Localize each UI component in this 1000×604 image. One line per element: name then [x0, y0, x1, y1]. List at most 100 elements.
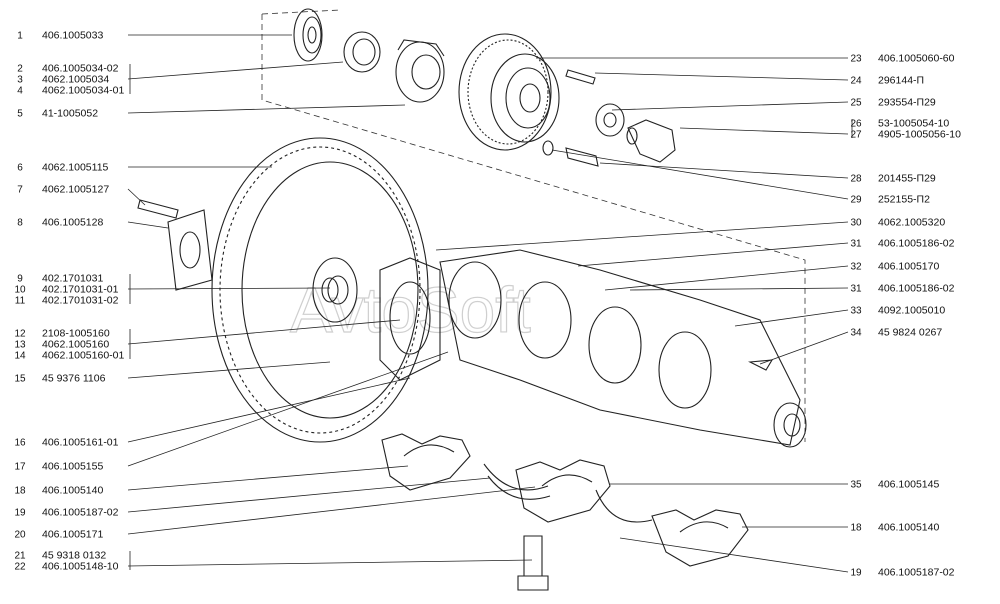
callout-left-19: 20 406.1005171 — [14, 486, 536, 541]
callout-part-code: 402.1701031-02 — [42, 295, 119, 307]
callout-number: 16 — [14, 438, 26, 449]
leader-line — [604, 265, 849, 291]
callout-part-code: 41-1005052 — [42, 108, 98, 120]
callout-number: 12 — [14, 329, 26, 340]
callout-number: 27 — [850, 130, 862, 141]
callout-right-5: 28 201455-П29 — [599, 162, 936, 185]
callout-part-code: 4905-1005056-10 — [878, 129, 961, 141]
callout-number: 20 — [14, 530, 26, 541]
callout-part-code: 406.1005060-60 — [878, 53, 955, 65]
callout-number: 17 — [14, 462, 26, 473]
callout-part-code: 406.1005186-02 — [878, 283, 955, 295]
bearing-cap-middle — [515, 459, 611, 523]
leader-line — [127, 61, 344, 80]
callout-number: 2 — [17, 64, 23, 75]
callout-right-13: 35 406.1005145 — [610, 479, 939, 491]
callout-right-6: 29 252155-П2 — [551, 149, 930, 206]
crank-sprocket — [293, 8, 323, 62]
rear-seal-holder — [379, 257, 441, 381]
leader-line — [127, 287, 331, 290]
callout-number: 33 — [850, 306, 862, 317]
callout-part-code: 4062.1005320 — [878, 217, 945, 229]
callout-number: 7 — [17, 185, 23, 196]
callout-number: 31 — [850, 239, 862, 250]
callout-number: 13 — [14, 340, 26, 351]
callout-part-code: 4062.1005160 — [42, 339, 109, 351]
callout-part-code: 406.1005140 — [42, 485, 103, 497]
callout-part-code: 406.1005187-02 — [42, 507, 119, 519]
callout-right-1: 24 296144-П — [594, 72, 924, 87]
leader-line — [127, 221, 169, 229]
ratchet-bolt — [626, 119, 676, 163]
cap-bolt — [517, 535, 549, 591]
callout-number: 11 — [15, 296, 26, 307]
watermark: AvtoSoft — [290, 274, 531, 346]
bolt-small — [542, 140, 599, 167]
leader-line — [127, 465, 409, 491]
callout-part-code: 296144-П — [878, 75, 924, 87]
callout-number: 29 — [850, 195, 862, 206]
callout-number: 6 — [17, 163, 23, 174]
callout-number: 8 — [17, 218, 23, 229]
callout-part-code: 406.1005170 — [878, 261, 939, 273]
damper-pulley — [458, 33, 560, 151]
leader-line — [435, 221, 849, 251]
callout-part-code: 293554-П29 — [878, 97, 936, 109]
callout-number: 3 — [17, 75, 23, 86]
callout-number: 35 — [850, 480, 862, 491]
callout-part-code: 402.1701031 — [42, 273, 103, 285]
leader-line — [127, 377, 411, 443]
leader-line — [611, 101, 849, 111]
leader-line — [127, 477, 491, 513]
callout-left-4: 5 41-1005052 — [17, 104, 406, 120]
leader-line — [619, 537, 849, 573]
callout-number: 34 — [850, 328, 862, 339]
callout-number: 14 — [14, 351, 26, 362]
callout-part-code: 4062.1005160-01 — [42, 350, 124, 362]
callout-number: 10 — [14, 285, 26, 296]
callout-number: 30 — [850, 218, 862, 229]
leader-line — [127, 188, 146, 206]
callout-left-13: 14 4062.1005160-01 — [14, 350, 124, 362]
callout-left-10: 11 402.1701031-02 — [15, 295, 119, 307]
callout-number: 5 — [17, 109, 23, 120]
callout-part-code: 252155-П2 — [878, 194, 930, 206]
callout-part-code: 406.1005171 — [42, 529, 103, 541]
callout-right-7: 30 4062.1005320 — [435, 217, 945, 251]
callout-part-code: 45 9318 0132 — [42, 550, 106, 562]
lock-washer — [595, 103, 625, 137]
callout-part-code: 201455-П29 — [878, 173, 936, 185]
callout-part-code: 406.1005145 — [878, 479, 939, 491]
flywheel — [211, 137, 429, 443]
callout-number: 4 — [17, 86, 23, 97]
thrust-ring-right — [595, 489, 653, 523]
callout-number: 28 — [850, 174, 862, 185]
callout-number: 19 — [14, 508, 26, 519]
callout-number: 18 — [850, 523, 862, 534]
leader-line — [127, 486, 536, 535]
callout-part-code: 45 9824 0267 — [878, 327, 942, 339]
callout-part-code: 406.1005033 — [42, 30, 103, 42]
leader-line — [734, 309, 849, 327]
leader-line — [127, 104, 406, 114]
leader-line — [629, 287, 849, 291]
leader-line — [127, 319, 401, 345]
callout-number: 24 — [850, 76, 862, 87]
callout-number: 22 — [14, 562, 26, 573]
